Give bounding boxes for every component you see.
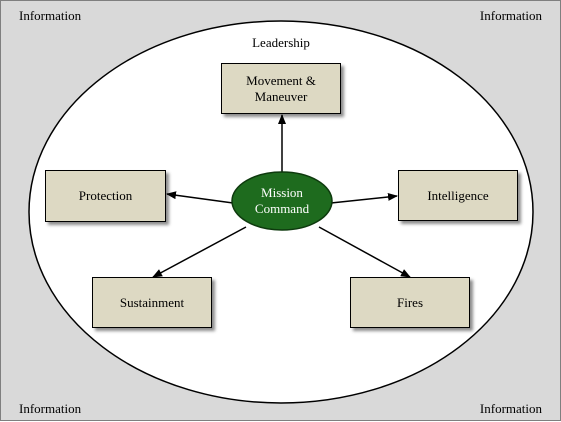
box-movement-maneuver-label: Movement & Maneuver: [246, 72, 316, 104]
arrow-to-sustainment: [152, 226, 247, 278]
leadership-label: Leadership: [252, 35, 310, 50]
box-protection: Protection: [45, 170, 166, 222]
mission-command-label: Mission Command: [254, 184, 310, 216]
arrow-to-protection: [166, 191, 234, 204]
corner-label-bottom-left: Information: [19, 401, 82, 416]
arrow-to-fires: [318, 226, 411, 278]
corner-label-top-right: Information: [479, 8, 542, 23]
arrow-to-intelligence: [330, 192, 398, 204]
box-fires-label: Fires: [397, 294, 423, 310]
box-sustainment: Sustainment: [92, 277, 212, 328]
box-intelligence: Intelligence: [398, 170, 518, 221]
box-protection-label: Protection: [78, 188, 133, 203]
corner-label-top-left: Information: [19, 8, 82, 23]
box-intelligence-label: Intelligence: [427, 187, 489, 203]
box-sustainment-label: Sustainment: [119, 294, 185, 310]
mission-command-ellipse: [231, 171, 333, 231]
box-fires: Fires: [350, 277, 470, 328]
box-movement-maneuver: Movement & Maneuver: [221, 63, 341, 114]
corner-label-bottom-right: Information: [479, 401, 542, 416]
